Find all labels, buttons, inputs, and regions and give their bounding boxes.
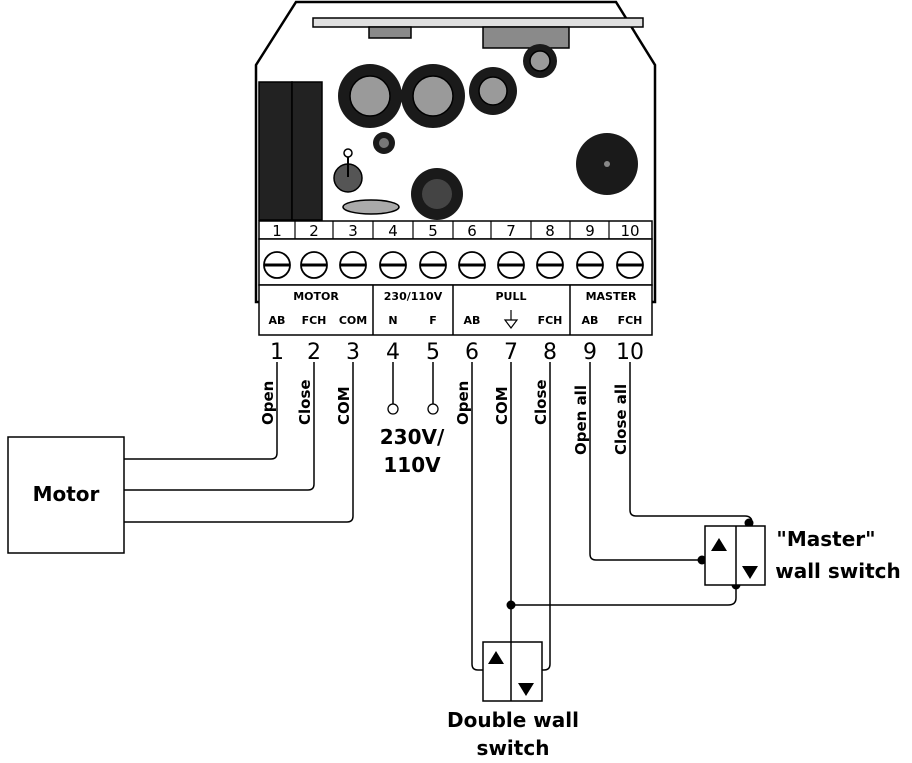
motor-box bbox=[7, 436, 125, 554]
fuse-component bbox=[342, 199, 400, 215]
terminal-big-7: 7 bbox=[504, 340, 518, 365]
group-motor-label: MOTOR bbox=[293, 290, 339, 303]
master-wall-switch bbox=[704, 525, 766, 586]
terminal-number-6: 6 bbox=[467, 222, 477, 240]
terminal-number-10: 10 bbox=[620, 222, 639, 240]
screw-icon bbox=[263, 251, 291, 279]
capacitor-1 bbox=[338, 64, 402, 128]
wire-label-pull-close: Close bbox=[532, 379, 550, 425]
terminal-big-9: 9 bbox=[583, 340, 597, 365]
screw-row bbox=[258, 238, 653, 286]
up-arrow-icon bbox=[711, 538, 727, 551]
group-master-label: MASTER bbox=[586, 290, 637, 303]
screw-icon bbox=[419, 251, 447, 279]
screw-icon bbox=[576, 251, 604, 279]
screw-icon bbox=[497, 251, 525, 279]
terminal-number-4: 4 bbox=[388, 222, 398, 240]
screw-icon bbox=[339, 251, 367, 279]
wire-label-open: Open bbox=[259, 381, 277, 425]
terminal-big-5: 5 bbox=[426, 340, 440, 365]
terminal-big-2: 2 bbox=[307, 340, 321, 365]
small-component bbox=[373, 132, 395, 154]
screw-icon bbox=[458, 251, 486, 279]
terminal-number-8: 8 bbox=[545, 222, 555, 240]
sub-label-pull-ab: AB bbox=[464, 314, 481, 327]
double-switch-label-line1: Double wall bbox=[447, 708, 579, 732]
screw-icon bbox=[300, 251, 328, 279]
supply-label-line1: 230V/ bbox=[380, 425, 445, 449]
sub-label-master-fch: FCH bbox=[618, 314, 643, 327]
double-switch-label-line2: switch bbox=[477, 736, 550, 760]
capacitor-2 bbox=[401, 64, 465, 128]
master-switch-label-line1: "Master" bbox=[776, 527, 875, 551]
up-arrow-icon bbox=[488, 651, 504, 664]
wire-label-open-all: Open all bbox=[572, 385, 590, 455]
wire-label-com: COM bbox=[335, 386, 353, 425]
terminal-number-7: 7 bbox=[506, 222, 516, 240]
sub-label-power-f: F bbox=[429, 314, 437, 327]
sub-label-motor-fch: FCH bbox=[302, 314, 327, 327]
wires bbox=[124, 362, 753, 671]
capacitor-4 bbox=[523, 44, 557, 78]
ground-icon bbox=[503, 310, 519, 329]
supply-label-line2: 110V bbox=[383, 453, 441, 477]
wire-label-pull-com: COM bbox=[493, 386, 511, 425]
inductor-component bbox=[411, 168, 463, 220]
double-wall-switch bbox=[482, 641, 543, 702]
sub-label-motor-ab: AB bbox=[269, 314, 286, 327]
wire-label-close: Close bbox=[296, 379, 314, 425]
sub-label-pull-fch: FCH bbox=[538, 314, 563, 327]
wire-label-pull-open: Open bbox=[454, 381, 472, 425]
screw-icon bbox=[379, 251, 407, 279]
terminal-big-4: 4 bbox=[386, 340, 400, 365]
sub-label-master-ab: AB bbox=[582, 314, 599, 327]
terminal-number-1: 1 bbox=[272, 222, 282, 240]
down-arrow-icon bbox=[518, 683, 534, 696]
terminal-number-2: 2 bbox=[309, 222, 319, 240]
sub-label-power-n: N bbox=[388, 314, 397, 327]
motor-label: Motor bbox=[33, 482, 100, 506]
terminal-big-8: 8 bbox=[543, 340, 557, 365]
relay-block bbox=[258, 81, 323, 221]
switch-toggle bbox=[333, 148, 363, 193]
capacitor-3 bbox=[469, 67, 517, 115]
group-label-area bbox=[258, 284, 653, 336]
terminal-number-3: 3 bbox=[348, 222, 358, 240]
screw-icon bbox=[616, 251, 644, 279]
down-arrow-icon bbox=[742, 566, 758, 579]
screw-icon bbox=[536, 251, 564, 279]
terminal-big-10: 10 bbox=[616, 340, 644, 365]
sub-label-motor-com: COM bbox=[339, 314, 367, 327]
terminal-big-3: 3 bbox=[346, 340, 360, 365]
wire-label-close-all: Close all bbox=[612, 384, 630, 455]
group-pull-label: PULL bbox=[495, 290, 526, 303]
buzzer-component bbox=[576, 133, 638, 195]
terminal-big-1: 1 bbox=[270, 340, 284, 365]
terminal-number-9: 9 bbox=[585, 222, 595, 240]
master-switch-label-line2: wall switch bbox=[775, 559, 901, 583]
terminal-number-5: 5 bbox=[428, 222, 438, 240]
terminal-big-6: 6 bbox=[465, 340, 479, 365]
group-power-label: 230/110V bbox=[384, 290, 443, 303]
